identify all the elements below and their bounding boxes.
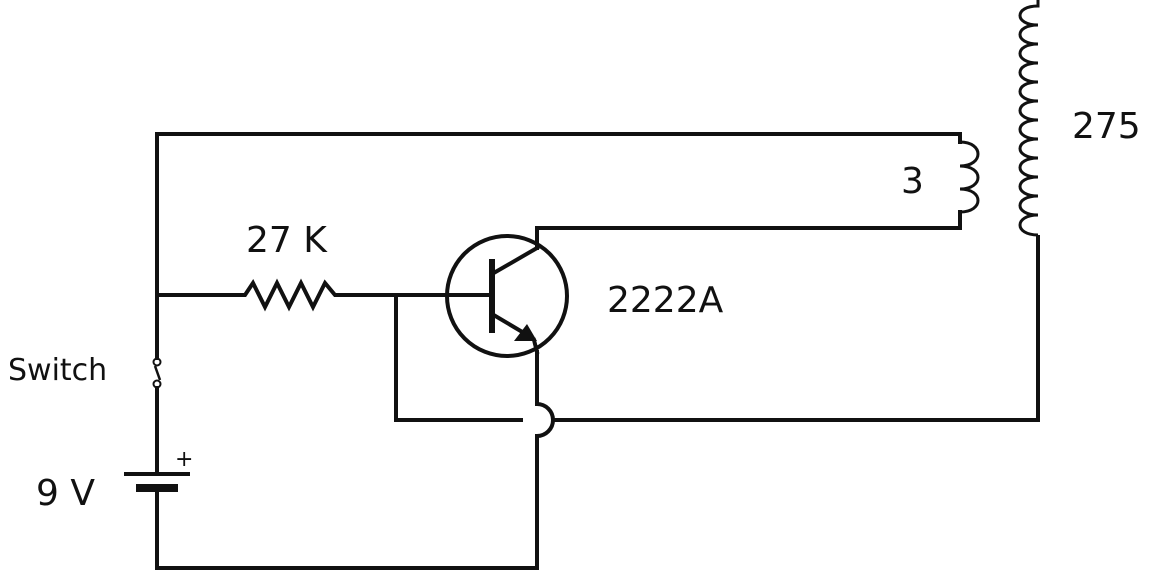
transistor-emitter-arrow [514,324,537,341]
transistor-label: 2222A [607,280,724,321]
resistor-27k [226,278,352,312]
wire-collector-to-coil [535,210,962,230]
primary-coil [959,140,980,214]
transistor-body [445,234,569,358]
wire-top [155,132,962,298]
battery-label: 9 V [36,473,95,514]
secondary-coil [1018,0,1040,237]
resistor-label: 27 K [246,220,328,261]
switch-contact-top [152,357,162,367]
wire-crossover-hop [534,401,555,439]
transistor-collector-lead [489,245,540,277]
secondary-coil-label: 275 [1072,106,1141,147]
switch-lever [153,365,162,381]
wire-return-to-base-node [394,293,523,422]
wire-emitter-to-ground [155,434,539,570]
transistor-emitter-lead [489,311,527,336]
primary-coil-label: 3 [901,161,924,202]
battery-plus-sign: + [175,447,193,472]
switch-label: Switch [8,353,107,388]
wire-secondary-return [551,235,1040,422]
